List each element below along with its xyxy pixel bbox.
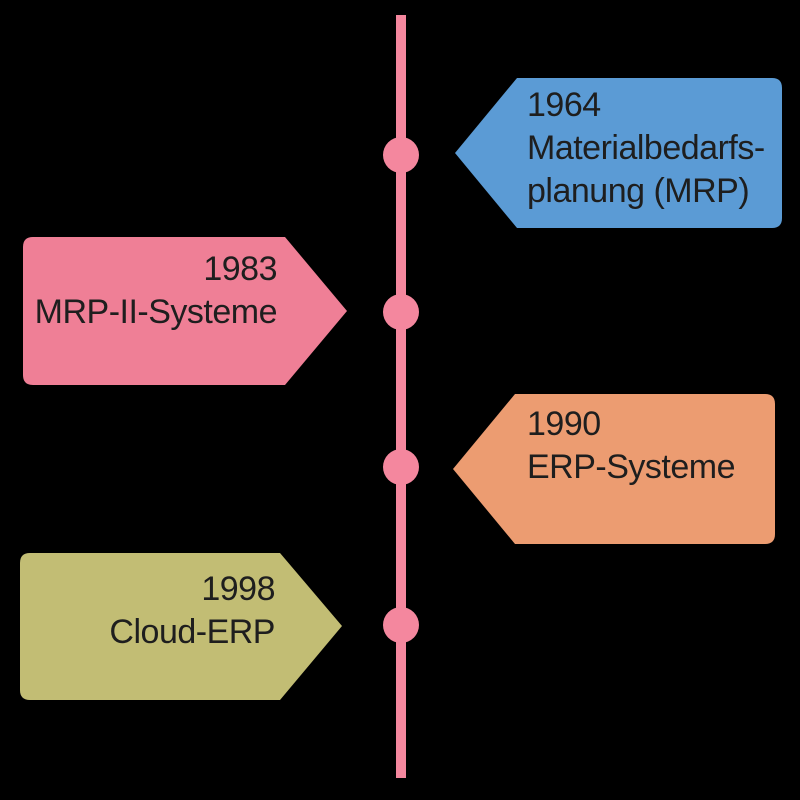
timeline-dot-1983 xyxy=(383,294,419,330)
event-1983: 1983 MRP-II-Systeme xyxy=(0,248,278,334)
event-label-line: Materialbedarfs- xyxy=(527,129,765,167)
event-label-line: MRP-II-Systeme xyxy=(34,293,278,331)
banner-shape-1983 xyxy=(23,237,347,385)
event-label-line: Cloud-ERP xyxy=(109,613,275,651)
event-1998: 1998 Cloud-ERP xyxy=(0,568,275,654)
timeline-dot-1990 xyxy=(383,449,419,485)
event-year: 1964 xyxy=(527,86,601,124)
event-year: 1983 xyxy=(203,250,277,288)
event-1990: 1990 ERP-Systeme xyxy=(527,403,772,489)
event-1964: 1964 Materialbedarfs- planung (MRP) xyxy=(527,84,777,213)
event-label-line: planung (MRP) xyxy=(527,172,750,210)
event-year: 1990 xyxy=(527,405,601,443)
timeline-dot-1964 xyxy=(383,137,419,173)
banner-shape-1998 xyxy=(20,553,342,700)
timeline-dot-1998 xyxy=(383,607,419,643)
timeline-line xyxy=(396,15,406,778)
event-year: 1998 xyxy=(201,570,275,608)
banner-shape-1990 xyxy=(453,394,775,544)
event-label-line: ERP-Systeme xyxy=(527,448,736,486)
banner-shape-1964 xyxy=(455,78,782,228)
